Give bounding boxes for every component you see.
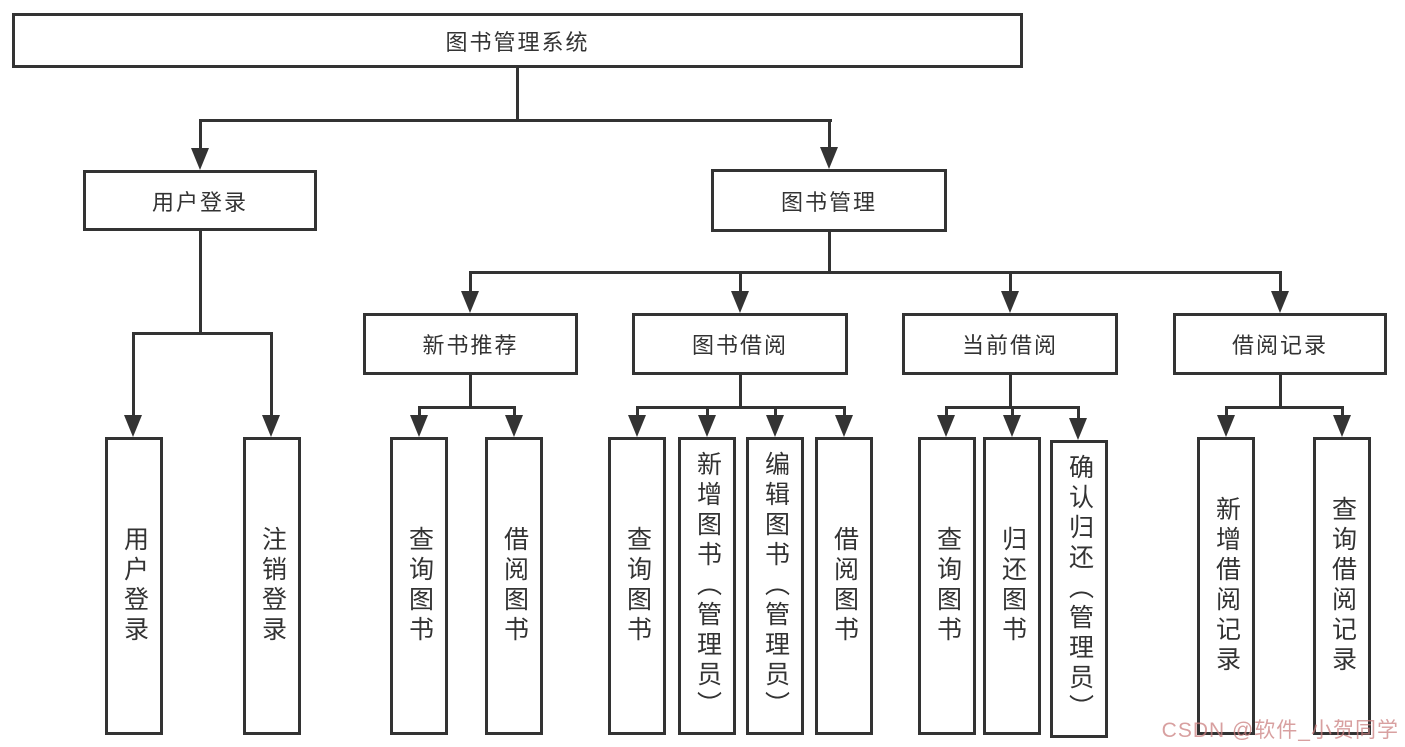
- node-leaf-confirm-return-admin-label: 确认归还（管理员）: [1065, 454, 1094, 724]
- connector-line: [1279, 271, 1282, 293]
- node-new-book-recommend-label: 新书推荐: [422, 333, 519, 358]
- connector-line: [1077, 406, 1080, 420]
- connector-line: [828, 232, 831, 274]
- node-leaf-return-book-label: 归还图书: [998, 526, 1027, 646]
- node-book-borrow: 图书借阅: [632, 313, 848, 375]
- node-leaf-query-books-recommend: 查询图书: [390, 437, 448, 735]
- connector-line: [1279, 375, 1282, 409]
- connector-line: [706, 406, 709, 417]
- node-user-login-label: 用户登录: [151, 189, 248, 215]
- arrow-down-icon: [262, 415, 280, 437]
- node-leaf-query-books-current: 查询图书: [918, 437, 976, 735]
- node-leaf-borrow-books: 借阅图书: [815, 437, 873, 735]
- node-borrow-records-label: 借阅记录: [1231, 333, 1328, 358]
- arrow-down-icon: [1001, 291, 1019, 313]
- node-book-borrow-label: 图书借阅: [691, 333, 788, 358]
- node-leaf-borrow-books-recommend-label: 借阅图书: [500, 526, 529, 646]
- node-leaf-add-borrow-record-label: 新增借阅记录: [1212, 496, 1241, 676]
- connector-line: [199, 119, 202, 150]
- arrow-down-icon: [698, 415, 716, 437]
- connector-line: [739, 271, 742, 293]
- connector-line: [199, 231, 202, 334]
- arrow-down-icon: [191, 148, 209, 170]
- arrow-down-icon: [731, 291, 749, 313]
- arrow-down-icon: [820, 147, 838, 169]
- node-leaf-borrow-books-label: 借阅图书: [830, 526, 859, 646]
- connector-line: [1009, 375, 1012, 409]
- node-leaf-query-books-recommend-label: 查询图书: [405, 526, 434, 646]
- connector-line: [469, 375, 472, 409]
- node-leaf-edit-book-admin-label: 编辑图书（管理员）: [761, 451, 790, 721]
- node-book-management-label: 图书管理: [780, 189, 877, 215]
- node-leaf-return-book: 归还图书: [983, 437, 1041, 735]
- connector-line: [513, 406, 516, 417]
- connector-line: [1225, 406, 1228, 417]
- node-leaf-query-borrow-record: 查询借阅记录: [1313, 437, 1371, 735]
- node-root-label: 图书管理系统: [445, 29, 590, 55]
- node-leaf-query-books-current-label: 查询图书: [933, 526, 962, 646]
- node-current-borrow: 当前借阅: [902, 313, 1118, 375]
- connector-line: [1011, 406, 1014, 417]
- node-leaf-logout-label: 注销登录: [258, 526, 287, 646]
- connector-line: [469, 271, 1282, 274]
- arrow-down-icon: [1069, 418, 1087, 440]
- connector-line: [739, 375, 742, 409]
- connector-line: [1009, 271, 1012, 293]
- node-leaf-add-borrow-record: 新增借阅记录: [1197, 437, 1255, 735]
- node-user-login: 用户登录: [83, 170, 317, 231]
- node-root: 图书管理系统: [12, 13, 1023, 68]
- arrow-down-icon: [124, 415, 142, 437]
- node-leaf-add-book-admin-label: 新增图书（管理员）: [693, 451, 722, 721]
- node-borrow-records: 借阅记录: [1173, 313, 1387, 375]
- arrow-down-icon: [461, 291, 479, 313]
- node-leaf-borrow-books-recommend: 借阅图书: [485, 437, 543, 735]
- connector-line: [636, 406, 846, 409]
- connector-line: [132, 332, 135, 417]
- connector-line: [270, 332, 273, 417]
- connector-line: [843, 406, 846, 417]
- arrow-down-icon: [410, 415, 428, 437]
- node-leaf-user-login: 用户登录: [105, 437, 163, 735]
- arrow-down-icon: [1271, 291, 1289, 313]
- arrow-down-icon: [1333, 415, 1351, 437]
- node-leaf-logout: 注销登录: [243, 437, 301, 735]
- connector-line: [469, 271, 472, 293]
- node-leaf-add-book-admin: 新增图书（管理员）: [678, 437, 736, 735]
- arrow-down-icon: [505, 415, 523, 437]
- node-leaf-query-borrow-record-label: 查询借阅记录: [1328, 496, 1357, 676]
- connector-line: [636, 406, 639, 417]
- node-book-management: 图书管理: [711, 169, 947, 232]
- node-leaf-user-login-label: 用户登录: [120, 526, 149, 646]
- connector-line: [418, 406, 421, 417]
- connector-line: [516, 68, 519, 122]
- node-leaf-edit-book-admin: 编辑图书（管理员）: [746, 437, 804, 735]
- arrow-down-icon: [835, 415, 853, 437]
- node-leaf-query-books-borrow: 查询图书: [608, 437, 666, 735]
- arrow-down-icon: [937, 415, 955, 437]
- connector-line: [199, 119, 832, 122]
- connector-line: [945, 406, 948, 417]
- arrow-down-icon: [1217, 415, 1235, 437]
- node-leaf-query-books-borrow-label: 查询图书: [623, 526, 652, 646]
- arrow-down-icon: [766, 415, 784, 437]
- node-new-book-recommend: 新书推荐: [363, 313, 578, 375]
- connector-line: [774, 406, 777, 417]
- connector-line: [418, 406, 516, 409]
- connector-line: [1341, 406, 1344, 417]
- node-current-borrow-label: 当前借阅: [961, 333, 1058, 358]
- connector-line: [1225, 406, 1344, 409]
- arrow-down-icon: [628, 415, 646, 437]
- connector-line: [132, 332, 273, 335]
- arrow-down-icon: [1003, 415, 1021, 437]
- connector-line: [828, 119, 831, 149]
- node-leaf-confirm-return-admin: 确认归还（管理员）: [1050, 440, 1108, 738]
